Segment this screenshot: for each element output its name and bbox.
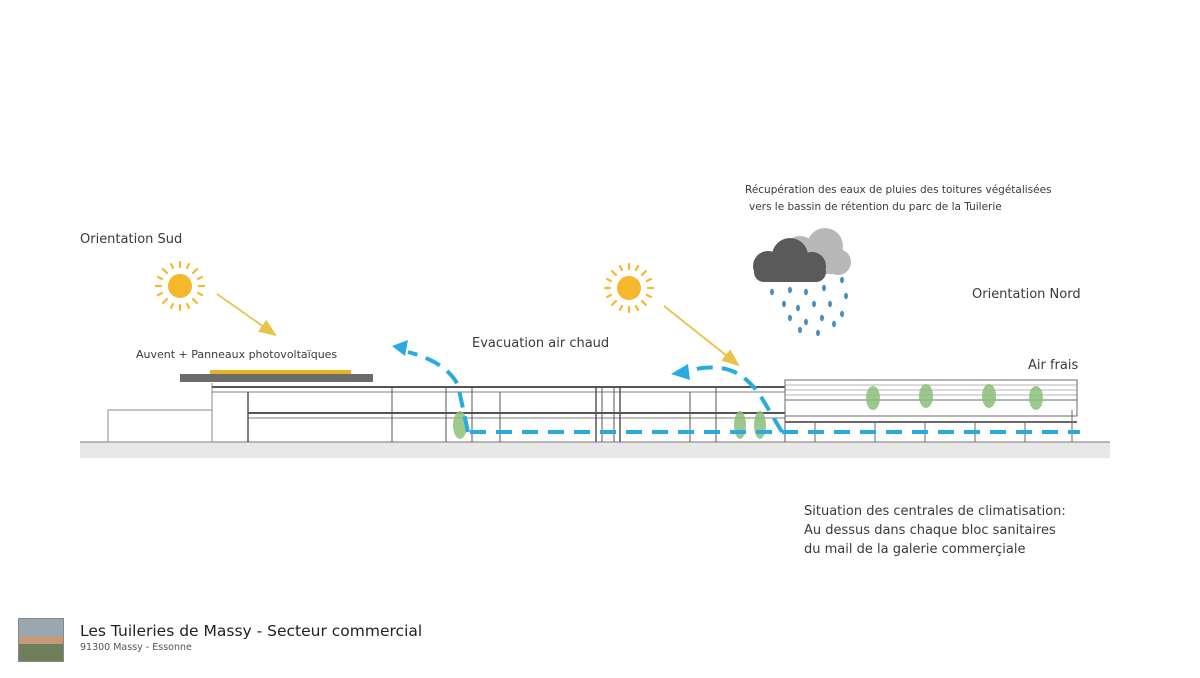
hot-air-flow-right — [687, 365, 784, 434]
project-thumbnail — [18, 618, 64, 662]
orientation-south-label: Orientation Sud — [80, 232, 183, 247]
footer-subtitle: 91300 Massy - Essonne — [80, 642, 192, 653]
sun-icon — [603, 262, 655, 314]
hvac-label-line3: du mail de la galerie commerçiale — [804, 542, 1026, 557]
sun-ray-arrow-left — [216, 293, 277, 337]
awning — [180, 374, 373, 382]
hvac-label-line1: Situation des centrales de climatisation… — [804, 504, 1066, 519]
ground — [80, 442, 1110, 458]
hot-air-label: Evacuation air chaud — [472, 336, 610, 351]
fresh-air-label: Air frais — [1028, 358, 1079, 373]
north-plants — [866, 384, 1043, 410]
sun-icon — [154, 260, 206, 312]
solar-panels — [210, 370, 351, 374]
hot-air-flow-left — [407, 350, 470, 433]
sun-ray-arrow-right — [663, 305, 740, 367]
awning-label: Auvent + Panneaux photovoltaïques — [136, 348, 338, 361]
hvac-label-line2: Au dessus dans chaque bloc sanitaires — [804, 523, 1056, 538]
rain-label-line2: vers le bassin de rétention du parc de l… — [749, 201, 1002, 213]
rain-label-line1: Récupération des eaux de pluies des toit… — [745, 184, 1052, 196]
orientation-north-label: Orientation Nord — [972, 287, 1081, 302]
rain-cloud-icon — [753, 228, 851, 337]
left-annex — [107, 383, 213, 443]
footer-title: Les Tuileries de Massy - Secteur commerc… — [80, 622, 423, 640]
